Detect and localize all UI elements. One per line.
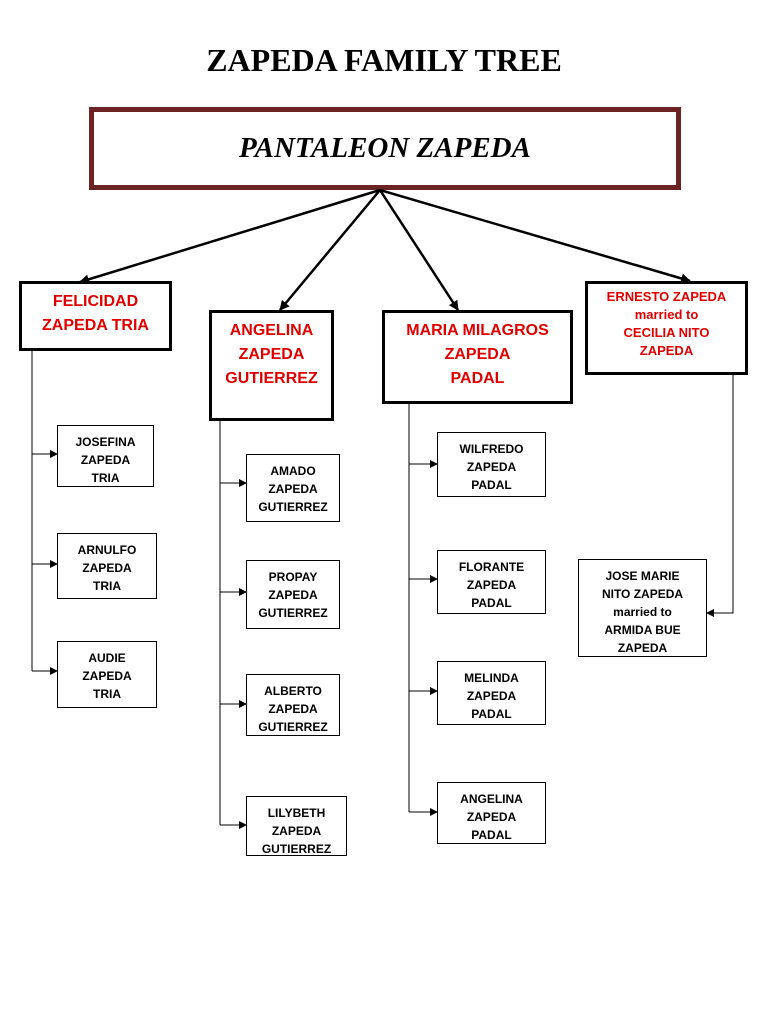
grandchild-melinda-box: MELINDA ZAPEDA PADAL	[437, 661, 546, 725]
root-to-child-1-arrow	[79, 188, 381, 285]
branch-4-connector	[706, 373, 734, 617]
root-to-child-4-arrow	[379, 188, 691, 284]
grandchild-josefina-label: JOSEFINA ZAPEDA TRIA	[75, 435, 136, 485]
grandchild-angelina-padal-label: ANGELINA ZAPEDA PADAL	[460, 792, 523, 842]
child-ernesto-label: ERNESTO ZAPEDA married to CECILIA NITO Z…	[606, 289, 727, 358]
child-felicidad-box: FELICIDAD ZAPEDA TRIA	[19, 281, 172, 351]
grandchild-audie-box: AUDIE ZAPEDA TRIA	[57, 641, 157, 708]
child-felicidad-label: FELICIDAD ZAPEDA TRIA	[42, 293, 149, 334]
grandchild-wilfredo-label: WILFREDO ZAPEDA PADAL	[459, 442, 524, 492]
child-maria-milagros-label: MARIA MILAGROS ZAPEDA PADAL	[406, 322, 549, 387]
grandchild-propay-box: PROPAY ZAPEDA GUTIERREZ	[246, 560, 340, 629]
grandchild-angelina-padal-box: ANGELINA ZAPEDA PADAL	[437, 782, 546, 844]
grandchild-florante-box: FLORANTE ZAPEDA PADAL	[437, 550, 546, 614]
child-maria-milagros-box: MARIA MILAGROS ZAPEDA PADAL	[382, 310, 573, 404]
child-ernesto-box: ERNESTO ZAPEDA married to CECILIA NITO Z…	[585, 281, 748, 375]
page-title: ZAPEDA FAMILY TREE	[206, 42, 562, 78]
grandchild-amado-box: AMADO ZAPEDA GUTIERREZ	[246, 454, 340, 522]
grandchild-arnulfo-label: ARNULFO ZAPEDA TRIA	[77, 543, 137, 593]
grandchild-lilybeth-label: LILYBETH ZAPEDA GUTIERREZ	[261, 806, 332, 856]
child-angelina-label: ANGELINA ZAPEDA GUTIERREZ	[225, 322, 318, 387]
grandchild-florante-label: FLORANTE ZAPEDA PADAL	[458, 560, 525, 610]
grandchild-propay-label: PROPAY ZAPEDA GUTIERREZ	[258, 570, 328, 620]
root-to-child-2-arrow	[279, 189, 381, 311]
grandchild-wilfredo-box: WILFREDO ZAPEDA PADAL	[437, 432, 546, 497]
root-to-child-3-arrow	[378, 189, 460, 311]
grandchild-lilybeth-box: LILYBETH ZAPEDA GUTIERREZ	[246, 796, 347, 856]
grandchild-audie-label: AUDIE ZAPEDA TRIA	[82, 651, 132, 701]
grandchild-josefina-box: JOSEFINA ZAPEDA TRIA	[57, 425, 154, 487]
grandchild-alberto-label: ALBERTO ZAPEDA GUTIERREZ	[258, 684, 328, 734]
grandchild-jose-marie-label: JOSE MARIE NITO ZAPEDA married to ARMIDA…	[601, 569, 684, 655]
grandchild-amado-label: AMADO ZAPEDA GUTIERREZ	[258, 464, 328, 514]
grandchild-jose-marie-box: JOSE MARIE NITO ZAPEDA married to ARMIDA…	[578, 559, 707, 657]
grandchild-alberto-box: ALBERTO ZAPEDA GUTIERREZ	[246, 674, 340, 736]
grandchild-arnulfo-box: ARNULFO ZAPEDA TRIA	[57, 533, 157, 599]
grandchild-melinda-label: MELINDA ZAPEDA PADAL	[464, 671, 519, 721]
root-node-label: PANTALEON ZAPEDA	[239, 132, 531, 164]
root-node-box: PANTALEON ZAPEDA	[89, 107, 681, 190]
child-angelina-box: ANGELINA ZAPEDA GUTIERREZ	[209, 310, 334, 421]
